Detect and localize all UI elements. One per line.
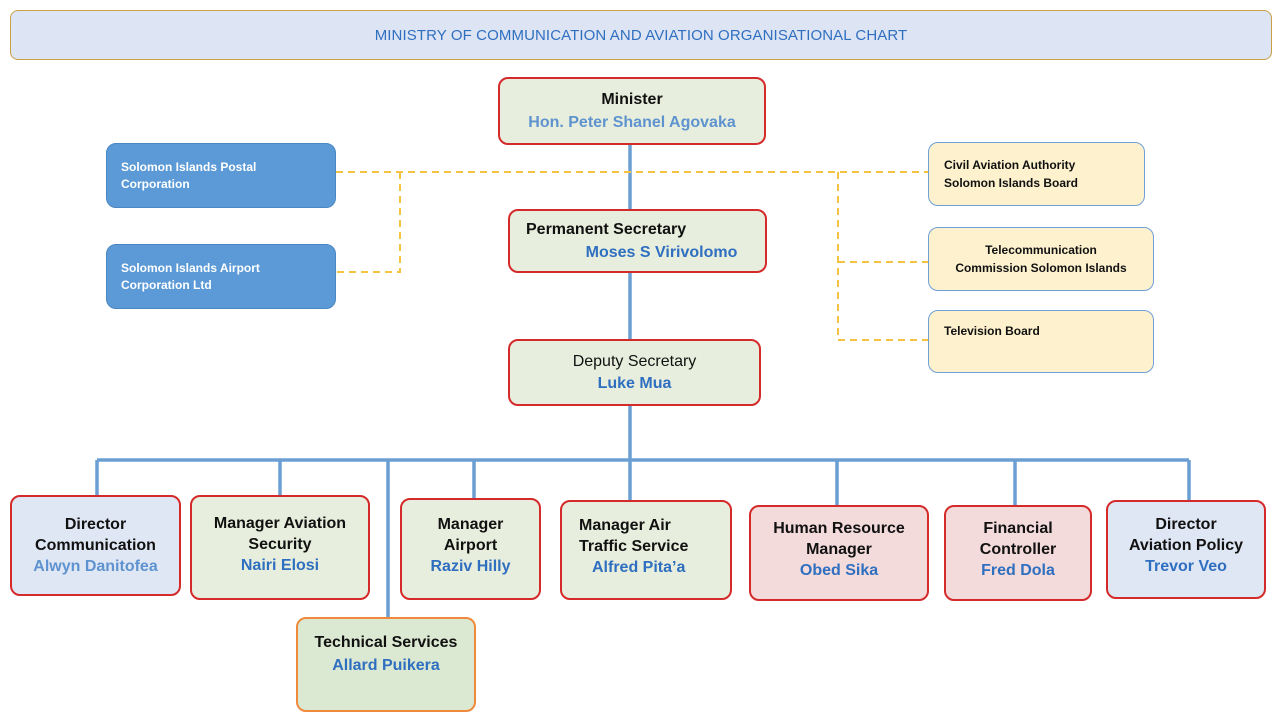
minister-box: Minister Hon. Peter Shanel Agovaka: [498, 77, 766, 145]
director-aviation-policy-line1: Director: [1155, 516, 1217, 533]
director-communication-name: Alwyn Danitofea: [33, 558, 158, 576]
minister-role: Minister: [601, 91, 663, 109]
deputy-secretary-box: Deputy Secretary Luke Mua: [508, 339, 761, 406]
postal-corporation-box: Solomon Islands Postal Corporation: [106, 143, 336, 208]
telecommunication-commission-box: Telecommunication Commission Solomon Isl…: [928, 227, 1154, 291]
civil-aviation-line1: Civil Aviation Authority: [944, 157, 1076, 172]
human-resource-name: Obed Sika: [799, 562, 879, 580]
manager-aviation-security-box: Manager Aviation Security Nairi Elosi: [190, 495, 370, 600]
human-resource-manager-box: Human Resource Manager Obed Sika: [749, 505, 929, 601]
dashed-airport-corp-line: [336, 172, 401, 273]
telecom-line1: Telecommunication: [985, 242, 1097, 257]
television-board-line1: Television Board: [944, 324, 1040, 338]
manager-airport-line1: Manager: [437, 516, 504, 533]
airport-corporation-line2: Corporation Ltd: [121, 278, 212, 292]
director-aviation-policy-box: Director Aviation Policy Trevor Veo: [1106, 500, 1266, 599]
human-resource-line1: Human Resource: [773, 520, 905, 537]
director-communication-box: Director Communication Alwyn Danitofea: [10, 495, 181, 596]
telecom-line2: Commission Solomon Islands: [955, 261, 1127, 275]
manager-aviation-security-name: Nairi Elosi: [240, 557, 320, 575]
permanent-secretary-name: Moses S Virivolomo: [585, 243, 738, 261]
manager-aviation-security-line1: Manager Aviation: [213, 515, 347, 532]
director-aviation-policy-line2: Aviation Policy: [1128, 537, 1244, 555]
dashed-connectors: [336, 171, 928, 341]
financial-controller-line2: Controller: [979, 541, 1057, 559]
airport-corporation-line1: Solomon Islands Airport: [121, 260, 260, 275]
manager-airport-line2: Airport: [443, 537, 498, 555]
postal-corporation-line2: Corporation: [121, 177, 190, 191]
manager-aviation-security-line2: Security: [248, 536, 312, 554]
deputy-secretary-role: Deputy Secretary: [572, 352, 697, 370]
chart-title-bar: MINISTRY OF COMMUNICATION AND AVIATION O…: [10, 10, 1272, 60]
financial-controller-line1: Financial: [983, 520, 1053, 537]
manager-air-traffic-line1: Manager Air: [579, 517, 671, 534]
manager-air-traffic-line2: Traffic Service: [579, 538, 689, 556]
financial-controller-name: Fred Dola: [981, 562, 1055, 580]
manager-airport-name: Raziv Hilly: [430, 558, 511, 576]
permanent-secretary-role: Permanent Secretary: [526, 221, 687, 239]
chart-title: MINISTRY OF COMMUNICATION AND AVIATION O…: [374, 26, 908, 44]
minister-name: Hon. Peter Shanel Agovaka: [528, 113, 736, 131]
financial-controller-box: Financial Controller Fred Dola: [944, 505, 1092, 601]
manager-air-traffic-name: Alfred Pita’a: [592, 559, 686, 577]
technical-services-box: Technical Services Allard Puikera: [296, 617, 476, 712]
civil-aviation-line2: Solomon Islands Board: [944, 176, 1079, 190]
director-aviation-policy-name: Trevor Veo: [1145, 558, 1227, 576]
civil-aviation-authority-box: Civil Aviation Authority Solomon Islands…: [928, 142, 1145, 206]
television-board-box: Television Board: [928, 310, 1154, 373]
technical-services-role: Technical Services: [314, 634, 458, 651]
permanent-secretary-box: Permanent Secretary Moses S Virivolomo: [508, 209, 767, 273]
director-communication-line2: Communication: [35, 536, 156, 554]
director-communication-line1: Director: [64, 515, 127, 533]
technical-services-name: Allard Puikera: [332, 657, 440, 675]
dashed-right-branch: [837, 172, 928, 341]
human-resource-line2: Manager: [806, 541, 872, 559]
solid-connectors: [95, 145, 1191, 618]
airport-corporation-box: Solomon Islands Airport Corporation Ltd: [106, 244, 336, 309]
manager-airport-box: Manager Airport Raziv Hilly: [400, 498, 541, 600]
manager-air-traffic-service-box: Manager Air Traffic Service Alfred Pita’…: [560, 500, 732, 600]
postal-corporation-line1: Solomon Islands Postal: [121, 159, 257, 174]
deputy-secretary-name: Luke Mua: [597, 375, 672, 392]
